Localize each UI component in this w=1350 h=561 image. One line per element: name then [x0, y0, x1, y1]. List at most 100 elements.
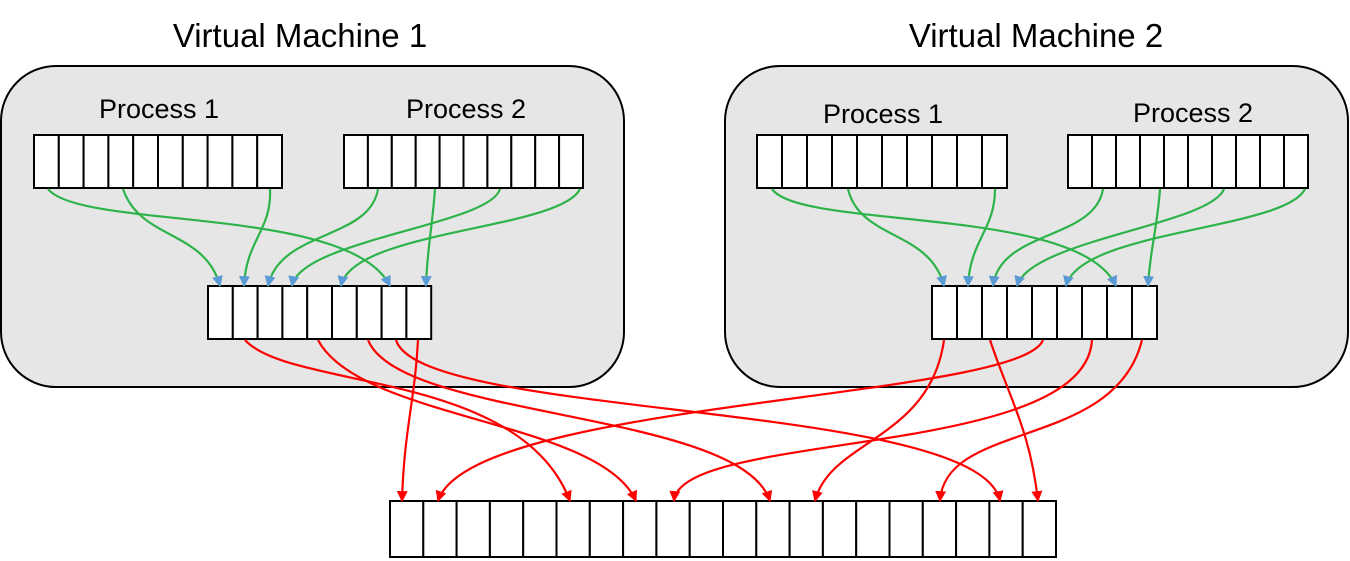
vm2-process1-page-9	[956, 134, 983, 189]
vm1-guest-memory-pages	[207, 285, 433, 340]
host-memory-page-16	[888, 500, 924, 558]
host-memory-page-1	[389, 500, 425, 558]
vm1-title: Virtual Machine 1	[173, 17, 427, 54]
vm1-process-mapping-arrows	[47, 188, 581, 288]
vm2-process1-page-8	[931, 134, 958, 189]
vm2-memory-page-2	[956, 285, 983, 340]
vm2-process2-page-6	[1187, 134, 1213, 189]
vm2-process1-label: Process 1	[823, 99, 943, 129]
vm1-process1-page-6	[157, 134, 184, 189]
vm1-memory-page-6	[331, 285, 358, 340]
host-map-arrow-1	[244, 339, 572, 503]
host-memory-page-5	[522, 500, 558, 558]
vm2-process2-page-2	[1091, 134, 1117, 189]
vm1-process2-page-8	[510, 134, 537, 189]
vm1-process2-page-5	[438, 134, 465, 189]
vm1-process2-page-6	[462, 134, 489, 189]
vm1-memory-page-4	[281, 285, 309, 340]
vm1-process1-page-1	[33, 134, 60, 189]
vm2-memory-page-4	[1006, 285, 1033, 340]
vm1-process1-page-4	[107, 134, 135, 189]
vm2-process2-page-7	[1211, 134, 1237, 189]
host-map-arrow-5	[396, 339, 420, 503]
vm1-process1-page-9	[231, 134, 259, 189]
vm2-process2-page-10	[1283, 134, 1309, 189]
vm2-process2-page-9	[1259, 134, 1285, 189]
vm2-process1-page-5	[856, 134, 883, 189]
host-memory-page-2	[422, 500, 458, 558]
vm2-process1-page-4	[831, 134, 858, 189]
host-map-arrow-7	[988, 339, 1043, 503]
vm2-process1-page-2	[781, 134, 808, 189]
vm1-map-arrow-2	[121, 188, 223, 288]
host-map-arrow-9	[669, 339, 1094, 503]
vm1-memory-page-7	[355, 285, 383, 340]
vm1-memory-page-9	[405, 285, 433, 340]
vm1-process1-pages	[33, 134, 284, 189]
host-memory-page-14	[821, 500, 858, 558]
vm2-map-arrow-2	[846, 188, 947, 288]
vm1-memory-page-3	[256, 285, 284, 340]
vm1-process1-page-5	[132, 134, 159, 189]
host-memory-page-10	[688, 500, 725, 558]
vm1-process1-page-8	[206, 134, 234, 189]
vm2-title: Virtual Machine 2	[909, 17, 1163, 54]
host-memory-page-17	[921, 500, 958, 558]
host-memory-page-20	[1021, 500, 1058, 558]
vm2-map-arrow-3	[962, 188, 997, 288]
vm2-map-arrow-5	[1014, 188, 1226, 288]
vm1-process2-page-3	[390, 134, 417, 189]
vm1-map-arrow-3	[238, 188, 272, 288]
vm2-process2-label: Process 2	[1133, 98, 1253, 128]
vm2-guest-memory-pages	[931, 285, 1158, 340]
vm1-process2-page-1	[343, 134, 369, 189]
vm1-map-arrow-6	[337, 188, 581, 288]
host-map-arrow-2	[317, 339, 638, 503]
vm2-process2-page-5	[1163, 134, 1189, 189]
vm2-memory-page-1	[931, 285, 958, 340]
vm1-process2-label: Process 2	[406, 94, 526, 124]
vm1-process1-label: Process 1	[99, 94, 219, 124]
vm1-process2-page-9	[534, 134, 561, 189]
vm2-map-arrow-7	[1143, 188, 1162, 288]
vm2-process-mapping-arrows	[771, 188, 1306, 288]
host-map-arrow-8	[435, 339, 1045, 503]
vm2-process1-pages	[756, 134, 1008, 189]
host-memory-page-9	[655, 500, 691, 558]
vm2-process1-page-3	[806, 134, 833, 189]
vm1-memory-page-8	[380, 285, 408, 340]
host-memory-page-13	[788, 500, 824, 558]
host-memory-page-12	[755, 500, 791, 558]
vm2-process1-page-7	[906, 134, 933, 189]
vm1-process1-page-3	[82, 134, 110, 189]
vm1-process2-page-10	[558, 134, 584, 189]
vm1-process1-page-7	[181, 134, 209, 189]
vm1-map-arrow-1	[47, 188, 391, 287]
vm1-map-arrow-7	[420, 188, 437, 288]
vm2-map-arrow-1	[771, 188, 1118, 288]
vm1-map-arrow-5	[288, 188, 502, 288]
vm2-process2-page-1	[1067, 134, 1093, 189]
host-memory-page-3	[455, 500, 491, 558]
host-memory-pages	[389, 500, 1058, 558]
host-mapping-arrows	[244, 339, 1144, 503]
vm1-memory-page-2	[231, 285, 259, 340]
host-memory-page-15	[855, 500, 891, 558]
vm2-memory-page-5	[1031, 285, 1058, 340]
vm1-process2-page-4	[414, 134, 441, 189]
vm2-process2-page-4	[1139, 134, 1165, 189]
vm2-process1-page-6	[881, 134, 908, 189]
vm2-memory-page-6	[1056, 285, 1083, 340]
vm2-map-arrow-6	[1063, 188, 1306, 288]
vm1-memory-page-5	[306, 285, 334, 340]
host-memory-page-11	[722, 500, 758, 558]
vm2-memory-page-3	[981, 285, 1008, 340]
vm1-process1-page-10	[256, 134, 284, 189]
vm1-process2-page-2	[366, 134, 393, 189]
vm1-process1-page-2	[57, 134, 85, 189]
vm1-process2-pages	[343, 134, 584, 189]
vm1-process2-page-7	[486, 134, 513, 189]
vm2-memory-page-9	[1131, 285, 1158, 340]
vm2-process1-page-10	[981, 134, 1008, 189]
